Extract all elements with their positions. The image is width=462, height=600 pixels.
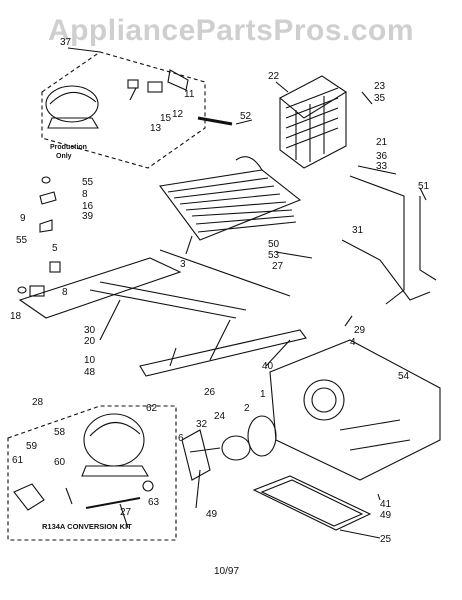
callout-32: 32 bbox=[196, 419, 208, 430]
callout-9: 9 bbox=[20, 213, 26, 224]
callout-3: 3 bbox=[180, 259, 186, 270]
callout-40: 40 bbox=[262, 361, 274, 372]
callout-25: 25 bbox=[380, 534, 392, 545]
callout-15: 15 bbox=[160, 113, 172, 124]
condenser-coil bbox=[279, 75, 348, 169]
diagram-date: 10/97 bbox=[214, 566, 240, 577]
callout-27b: 27 bbox=[272, 261, 284, 272]
callout-48: 48 bbox=[84, 367, 96, 378]
callout-36: 36 bbox=[376, 151, 388, 162]
callout-39: 39 bbox=[82, 211, 94, 222]
callout-49b: 49 bbox=[380, 510, 392, 521]
callout-24: 24 bbox=[214, 411, 226, 422]
callout-53: 53 bbox=[268, 250, 280, 261]
callout-61: 61 bbox=[12, 455, 24, 466]
callout-55: 55 bbox=[82, 177, 94, 188]
evaporator-coil bbox=[159, 156, 302, 241]
callout-6: 6 bbox=[178, 433, 184, 444]
callout-20: 20 bbox=[84, 336, 96, 347]
callout-21: 21 bbox=[376, 137, 388, 148]
callout-10: 10 bbox=[84, 355, 96, 366]
callout-37: 37 bbox=[60, 37, 72, 48]
callout-31: 31 bbox=[352, 225, 364, 236]
callout-11: 11 bbox=[184, 89, 195, 100]
watermark: AppliancePartsPros.com bbox=[47, 14, 415, 47]
callout-51: 51 bbox=[418, 181, 430, 192]
callout-23: 23 bbox=[374, 81, 386, 92]
frame-rails bbox=[18, 249, 307, 377]
callout-60: 60 bbox=[54, 457, 66, 468]
callout-52: 52 bbox=[240, 111, 252, 122]
callout-16: 16 bbox=[82, 201, 94, 212]
callout-54: 54 bbox=[398, 371, 410, 382]
callout-8b: 8 bbox=[62, 287, 68, 298]
callout-28: 28 bbox=[32, 397, 44, 408]
callout-62: 62 bbox=[146, 403, 158, 414]
callout-22: 22 bbox=[268, 71, 280, 82]
production-note-line1: Production bbox=[50, 144, 87, 151]
callout-30: 30 bbox=[84, 325, 96, 336]
conversion-kit-box bbox=[7, 405, 177, 541]
production-note-line2: Only bbox=[56, 153, 72, 160]
callout-50: 50 bbox=[268, 239, 280, 250]
callout-13: 13 bbox=[150, 123, 162, 134]
callout-27: 27 bbox=[120, 507, 132, 518]
callout-5: 5 bbox=[52, 243, 58, 254]
callout-1: 1 bbox=[260, 389, 266, 400]
callout-33: 33 bbox=[376, 161, 388, 172]
callout-59: 59 bbox=[26, 441, 38, 452]
callout-41: 41 bbox=[380, 499, 392, 510]
callout-63: 63 bbox=[148, 497, 160, 508]
callout-26: 26 bbox=[204, 387, 216, 398]
fan-bracket bbox=[269, 339, 441, 481]
callout-4: 4 bbox=[350, 337, 356, 348]
callout-55b: 55 bbox=[16, 235, 28, 246]
callout-35: 35 bbox=[374, 93, 386, 104]
callout-18: 18 bbox=[10, 311, 22, 322]
conversion-kit-label: R134A CONVERSION KIT bbox=[42, 522, 132, 531]
callout-58: 58 bbox=[54, 427, 66, 438]
callout-2: 2 bbox=[244, 403, 250, 414]
callout-49: 49 bbox=[206, 509, 218, 520]
callout-29: 29 bbox=[354, 325, 366, 336]
callout-12: 12 bbox=[172, 109, 184, 120]
callout-8: 8 bbox=[82, 189, 88, 200]
